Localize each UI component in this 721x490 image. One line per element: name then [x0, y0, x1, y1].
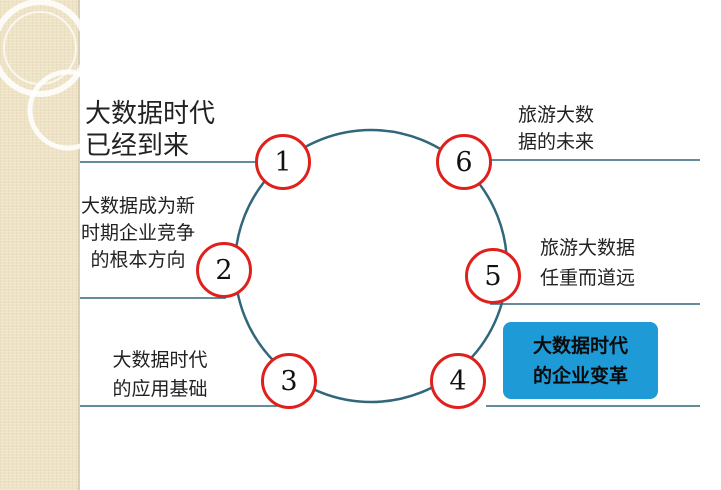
topic-3-line-1: 大数据时代	[112, 349, 208, 371]
topic-6-text: 旅游大数 据的未来	[518, 102, 594, 156]
node-4-number: 4	[449, 365, 467, 397]
topic-3-line-2: 的应用基础	[112, 378, 208, 400]
node-1[interactable]: 1	[255, 134, 311, 190]
node-2[interactable]: 2	[196, 242, 252, 298]
node-6-number: 6	[455, 146, 473, 178]
node-6[interactable]: 6	[436, 134, 492, 190]
topic-4-highlight-box[interactable]: 大数据时代 的企业变革	[503, 322, 658, 399]
topic-4-line-1: 大数据时代	[532, 334, 628, 357]
node-3-number: 3	[280, 365, 298, 397]
topic-5-line-1: 旅游大数据	[540, 237, 636, 259]
topic-1-line-2: 已经到来	[85, 131, 190, 161]
topic-2-line-2: 时期企业竞争	[80, 222, 195, 244]
topic-1-line-1: 大数据时代	[85, 99, 216, 129]
topic-5-text: 旅游大数据 任重而道远	[540, 233, 635, 293]
node-3[interactable]: 3	[261, 353, 317, 409]
topic-6-line-1: 旅游大数	[518, 104, 595, 126]
node-5[interactable]: 5	[465, 248, 521, 304]
topic-1-text: 大数据时代 已经到来	[85, 98, 215, 162]
topic-5-line-2: 任重而道远	[540, 267, 636, 289]
topic-6-line-2: 据的未来	[518, 131, 595, 153]
node-4[interactable]: 4	[430, 353, 486, 409]
node-1-number: 1	[274, 146, 292, 178]
topic-3-text: 大数据时代 的应用基础	[95, 346, 225, 404]
topic-2-line-3: 的根本方向	[90, 249, 186, 271]
node-5-number: 5	[484, 260, 502, 292]
topic-4-line-2: 的企业变革	[532, 364, 628, 387]
strip-edge-line	[78, 0, 80, 490]
topic-2-text: 大数据成为新 时期企业竞争 的根本方向	[64, 193, 212, 274]
topic-2-line-1: 大数据成为新	[80, 195, 195, 217]
node-2-number: 2	[215, 254, 233, 286]
